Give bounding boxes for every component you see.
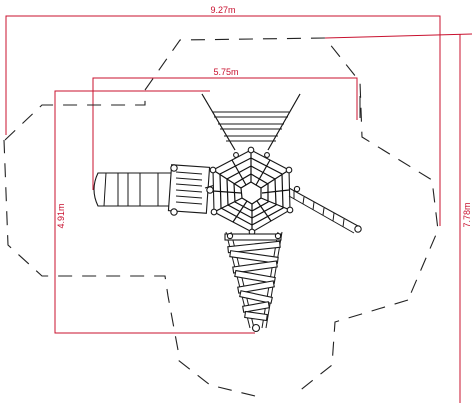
dimension-inner-width: 5.75m <box>92 67 358 190</box>
dimension-overall-width-label: 9.27m <box>210 5 235 15</box>
slide-platform <box>167 164 221 216</box>
dimension-depth-right: 7.78m <box>324 33 472 403</box>
dimension-depth-left-label: 4.91m <box>56 203 66 228</box>
top-ladder <box>201 93 301 151</box>
dimension-overall-width: 9.27m <box>5 5 441 226</box>
dimension-depth-left: 4.91m <box>54 90 255 334</box>
bottom-rope-ladder <box>224 231 283 333</box>
safety-zone-outline <box>3 37 439 397</box>
dimension-depth-right-label: 7.78m <box>462 202 472 227</box>
slide <box>93 172 173 207</box>
dimension-inner-width-label: 5.75m <box>213 67 238 77</box>
hexagon-climbing-net <box>209 146 294 236</box>
right-balance-beam <box>288 185 362 234</box>
